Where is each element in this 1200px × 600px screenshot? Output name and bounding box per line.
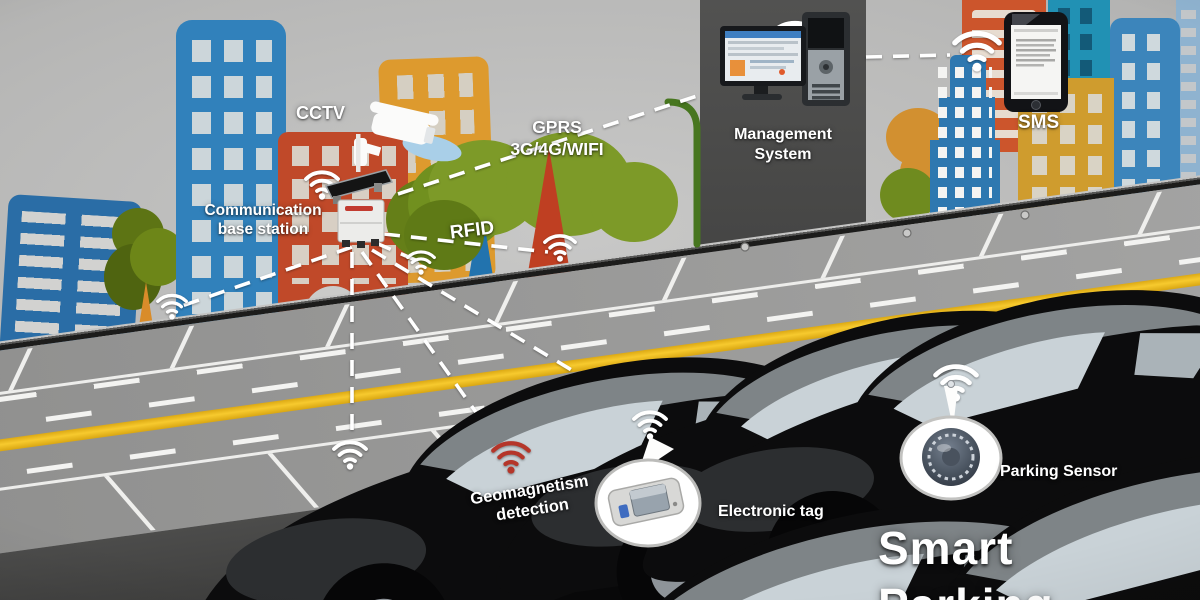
parking-sensor-callout bbox=[899, 380, 1003, 501]
label-line: Management bbox=[734, 126, 832, 143]
building-windows bbox=[192, 40, 272, 327]
electronic-tag-icon bbox=[607, 477, 685, 527]
label-line: base station bbox=[217, 221, 309, 239]
building-blue-right bbox=[1110, 18, 1180, 200]
sensor-dot bbox=[902, 228, 912, 238]
label-line: 3G/4G/WIFI bbox=[510, 138, 604, 159]
building-lightblue bbox=[1176, 0, 1200, 192]
desktop-computer-icon bbox=[720, 12, 850, 106]
wifi-icon bbox=[406, 250, 436, 275]
label-gprs: GPRS 3G/4G/WIFI bbox=[462, 117, 652, 160]
label-line: Communication bbox=[204, 202, 322, 219]
label-parking-sensor: Parking Sensor bbox=[1000, 463, 1118, 480]
building-windows bbox=[1181, 10, 1196, 188]
connection-line bbox=[383, 232, 549, 254]
wifi-icon bbox=[332, 440, 368, 470]
wifi-icon bbox=[955, 34, 999, 72]
label-base-station: Communication base station bbox=[168, 201, 358, 239]
connection-line bbox=[375, 241, 421, 264]
label-line: System bbox=[754, 145, 812, 163]
connection-line bbox=[175, 245, 353, 310]
label-cctv: CCTV bbox=[296, 103, 345, 123]
label-electronic-tag: Electronic tag bbox=[718, 503, 824, 520]
building-windows bbox=[1122, 34, 1168, 194]
wifi-icon bbox=[543, 234, 577, 262]
smart-parking-title: Smart Parking bbox=[878, 522, 1053, 600]
sensor-dot bbox=[1020, 210, 1030, 220]
label-line: GPRS bbox=[532, 117, 582, 137]
cctv-camera-icon bbox=[354, 101, 462, 166]
smartphone-icon bbox=[1004, 12, 1068, 112]
tree-green bbox=[590, 162, 678, 242]
connection-line bbox=[865, 53, 951, 59]
electronic-tag-callout bbox=[594, 437, 702, 548]
building-blue-tall bbox=[176, 20, 286, 335]
label-management-system: Management System bbox=[700, 125, 866, 165]
connection-lines bbox=[175, 53, 951, 448]
wifi-icon bbox=[156, 293, 188, 320]
street-lamp-icon bbox=[664, 98, 701, 248]
sensor-dot bbox=[740, 242, 750, 252]
solar-base-station-icon bbox=[324, 134, 394, 248]
parking-sensor-icon bbox=[922, 428, 980, 486]
building-windows bbox=[938, 67, 992, 218]
label-sms: SMS bbox=[1018, 112, 1060, 133]
